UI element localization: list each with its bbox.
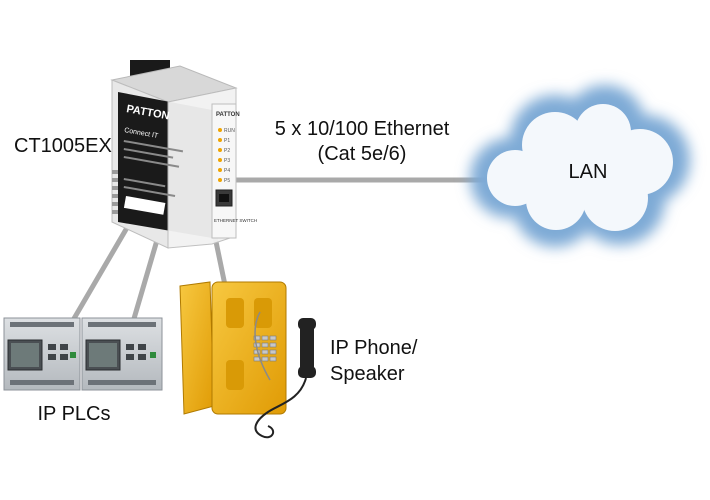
barcode <box>123 196 166 215</box>
plc-device-1 <box>3 317 81 391</box>
led-labels: RUN P1 P2 P3 P4 P5 <box>224 128 235 184</box>
phone-label-line-2: Speaker <box>330 363 405 385</box>
plc-device-2 <box>81 317 163 391</box>
phone-label-line-1: IP Phone/ <box>330 337 418 359</box>
phone-door <box>179 281 215 415</box>
led-label-p1: P1 <box>224 138 230 144</box>
cable-plc-2 <box>130 227 163 325</box>
handset-cord <box>254 377 307 439</box>
ip-phone-speaker <box>179 281 316 439</box>
led-label-p4: P4 <box>224 168 230 174</box>
plc-label: IP PLCs <box>38 403 111 425</box>
switch-fine-print <box>123 139 184 197</box>
lan-label: LAN <box>569 161 608 183</box>
link-label-line-2: (Cat 5e/6) <box>318 143 407 165</box>
switch-model-label: CT1005EX <box>14 135 112 157</box>
phone-keypad <box>253 335 277 362</box>
lan-cloud <box>470 85 690 247</box>
link-label-line-1: 5 x 10/100 Ethernet <box>275 118 450 140</box>
ethernet-switch: PATTON Connect IT PATTON RUN P1 P2 P3 P4 <box>110 60 257 249</box>
status-leds <box>218 128 222 182</box>
phone-handset <box>300 318 314 378</box>
led-label-p3: P3 <box>224 158 230 164</box>
led-label-run: RUN <box>224 128 235 134</box>
led-label-p5: P5 <box>224 178 230 184</box>
led-label-p2: P2 <box>224 148 230 154</box>
phone-housing <box>211 281 287 415</box>
vent-slots <box>112 170 118 214</box>
cable-plc-1 <box>69 223 131 325</box>
switch-side-brand: PATTON <box>216 112 240 118</box>
switch-side-label: ETHERNET SWITCH <box>214 218 257 223</box>
